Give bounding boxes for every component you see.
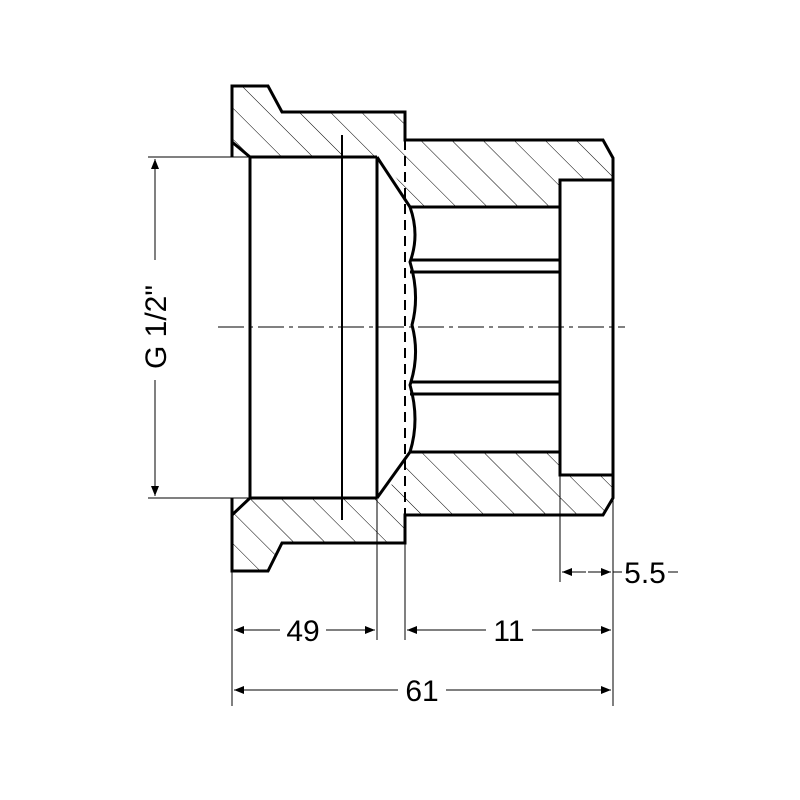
break-profile xyxy=(408,206,418,453)
dim-11-label: 11 xyxy=(493,615,524,648)
lower-hatch-area xyxy=(232,452,613,571)
thread-size-label: G 1/2" xyxy=(140,285,173,369)
drill-cone-top xyxy=(375,156,412,208)
left-chamfer-bottom xyxy=(230,496,252,517)
section-hatching xyxy=(232,86,613,571)
dim-61-label: 61 xyxy=(405,675,438,708)
outer-contour-top xyxy=(230,84,615,180)
dim-49-label: 49 xyxy=(286,615,319,648)
upper-hatch-area xyxy=(232,86,613,207)
dimensions xyxy=(148,156,678,706)
dimension-labels: G 1/2" 49 11 61 5.5 xyxy=(140,285,666,708)
drill-cone-bottom xyxy=(375,451,412,499)
dim-wall-label: 5.5 xyxy=(624,557,666,590)
left-chamfer-top xyxy=(231,140,251,159)
